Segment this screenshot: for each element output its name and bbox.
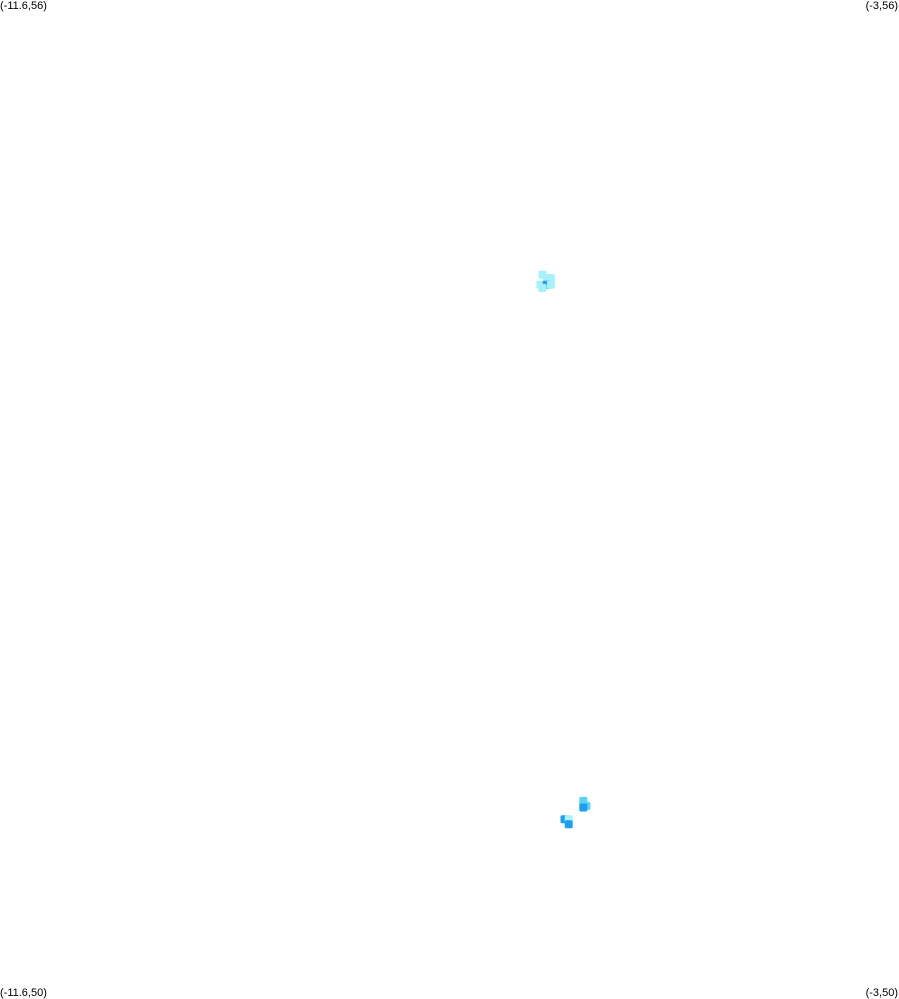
grid-cell-light: [546, 274, 555, 283]
grid-cell-light: [538, 284, 547, 292]
grid-cell-dark: [564, 820, 573, 829]
north-cluster: [536, 270, 555, 292]
corner-label-bottom-right: (-3,50): [865, 987, 898, 999]
corner-label-bottom-left: (-11.6,50): [0, 987, 47, 999]
corner-label-top-left: (-11.6,56): [0, 0, 47, 12]
corner-label-top-right: (-3,56): [865, 0, 898, 12]
south-cluster: [560, 796, 591, 829]
grid-cell-dark: [579, 803, 588, 812]
grid-cell-light: [546, 280, 555, 289]
